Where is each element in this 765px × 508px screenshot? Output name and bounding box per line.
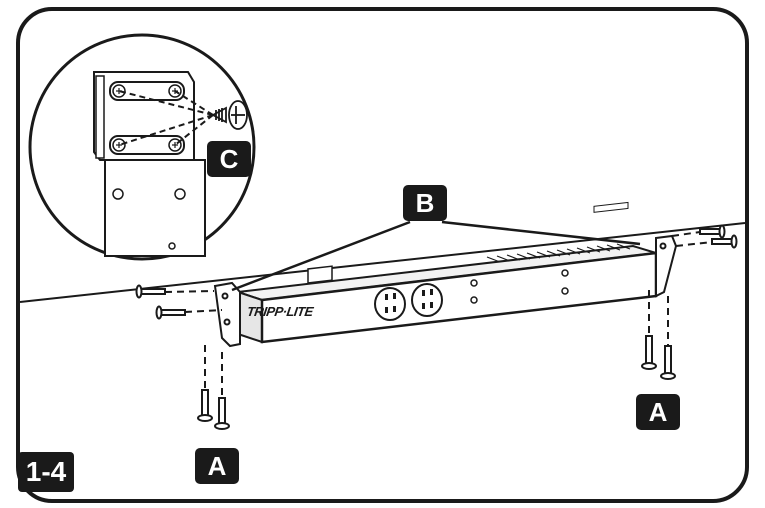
- rack-ear-detail-icon: [28, 33, 256, 261]
- right-bracket: [655, 234, 678, 298]
- display-panel: [307, 265, 333, 284]
- callout-label-c: C: [207, 141, 251, 177]
- callout-label-a-right: A: [636, 394, 680, 430]
- screw-icon: [211, 100, 248, 130]
- outlet-icon: [411, 283, 443, 317]
- callout-label-b: B: [403, 185, 447, 221]
- step-number: 1-4: [18, 452, 74, 492]
- vent-grill: [486, 243, 631, 263]
- screw-icon: [135, 224, 738, 320]
- bolt-icon: [197, 290, 676, 430]
- brand-logo: TRIPP·LITE: [245, 304, 314, 319]
- left-bracket: [213, 281, 241, 348]
- callout-label-a-left: A: [195, 448, 239, 484]
- outlet-icon: [374, 287, 406, 321]
- spec-label: [593, 201, 629, 213]
- label-b-leaders: [231, 220, 641, 292]
